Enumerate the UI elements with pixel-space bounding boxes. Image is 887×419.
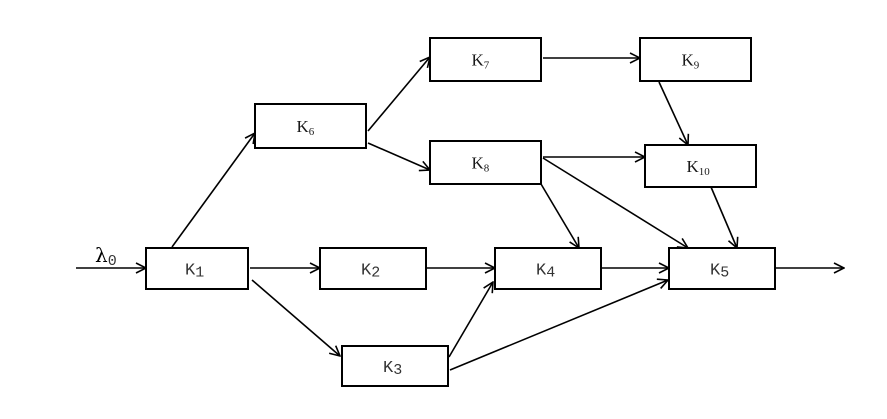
node-label: K2 [361, 262, 380, 282]
edge-k3-k4 [448, 282, 493, 358]
node-label: K8 [472, 154, 490, 175]
node-label: K4 [536, 262, 555, 282]
node-label: K6 [297, 117, 315, 138]
edge-k8-k5 [542, 157, 688, 248]
node-k3: K3 [341, 345, 449, 387]
node-k7: K7 [429, 37, 542, 82]
node-box [668, 247, 776, 290]
edge-k3-k5 [449, 280, 668, 371]
node-box [639, 37, 752, 82]
node-box [429, 140, 542, 185]
edge-k10-k5 [710, 186, 737, 248]
node-label: K1 [185, 262, 204, 282]
node-box [341, 345, 449, 387]
node-box [494, 247, 602, 290]
edge-k6-k8 [367, 142, 430, 170]
edge-k1-k3 [251, 279, 340, 356]
node-box [319, 247, 427, 290]
edge-k6-k7 [367, 57, 430, 132]
node-label: K5 [710, 262, 729, 282]
node-k9: K9 [639, 37, 752, 82]
edge-k8-k4 [540, 183, 579, 248]
node-label: K10 [687, 157, 711, 178]
input-rate-label: λ0 [95, 243, 117, 270]
node-k4: K4 [494, 247, 602, 290]
node-label: K7 [472, 51, 490, 72]
node-box [644, 144, 757, 188]
node-box [429, 37, 542, 82]
node-k6: K6 [254, 103, 367, 149]
node-k1: K1 [145, 247, 249, 290]
node-k2: K2 [319, 247, 427, 290]
node-k5: K5 [668, 247, 776, 290]
edges [76, 57, 844, 371]
node-k10: K10 [644, 144, 757, 188]
node-box [254, 103, 367, 149]
node-label: K9 [682, 51, 700, 72]
edge-k1-k6 [171, 133, 255, 248]
node-label: K3 [383, 359, 402, 379]
node-k8: K8 [429, 140, 542, 185]
node-box [145, 247, 249, 290]
edge-k9-k10 [658, 81, 688, 145]
